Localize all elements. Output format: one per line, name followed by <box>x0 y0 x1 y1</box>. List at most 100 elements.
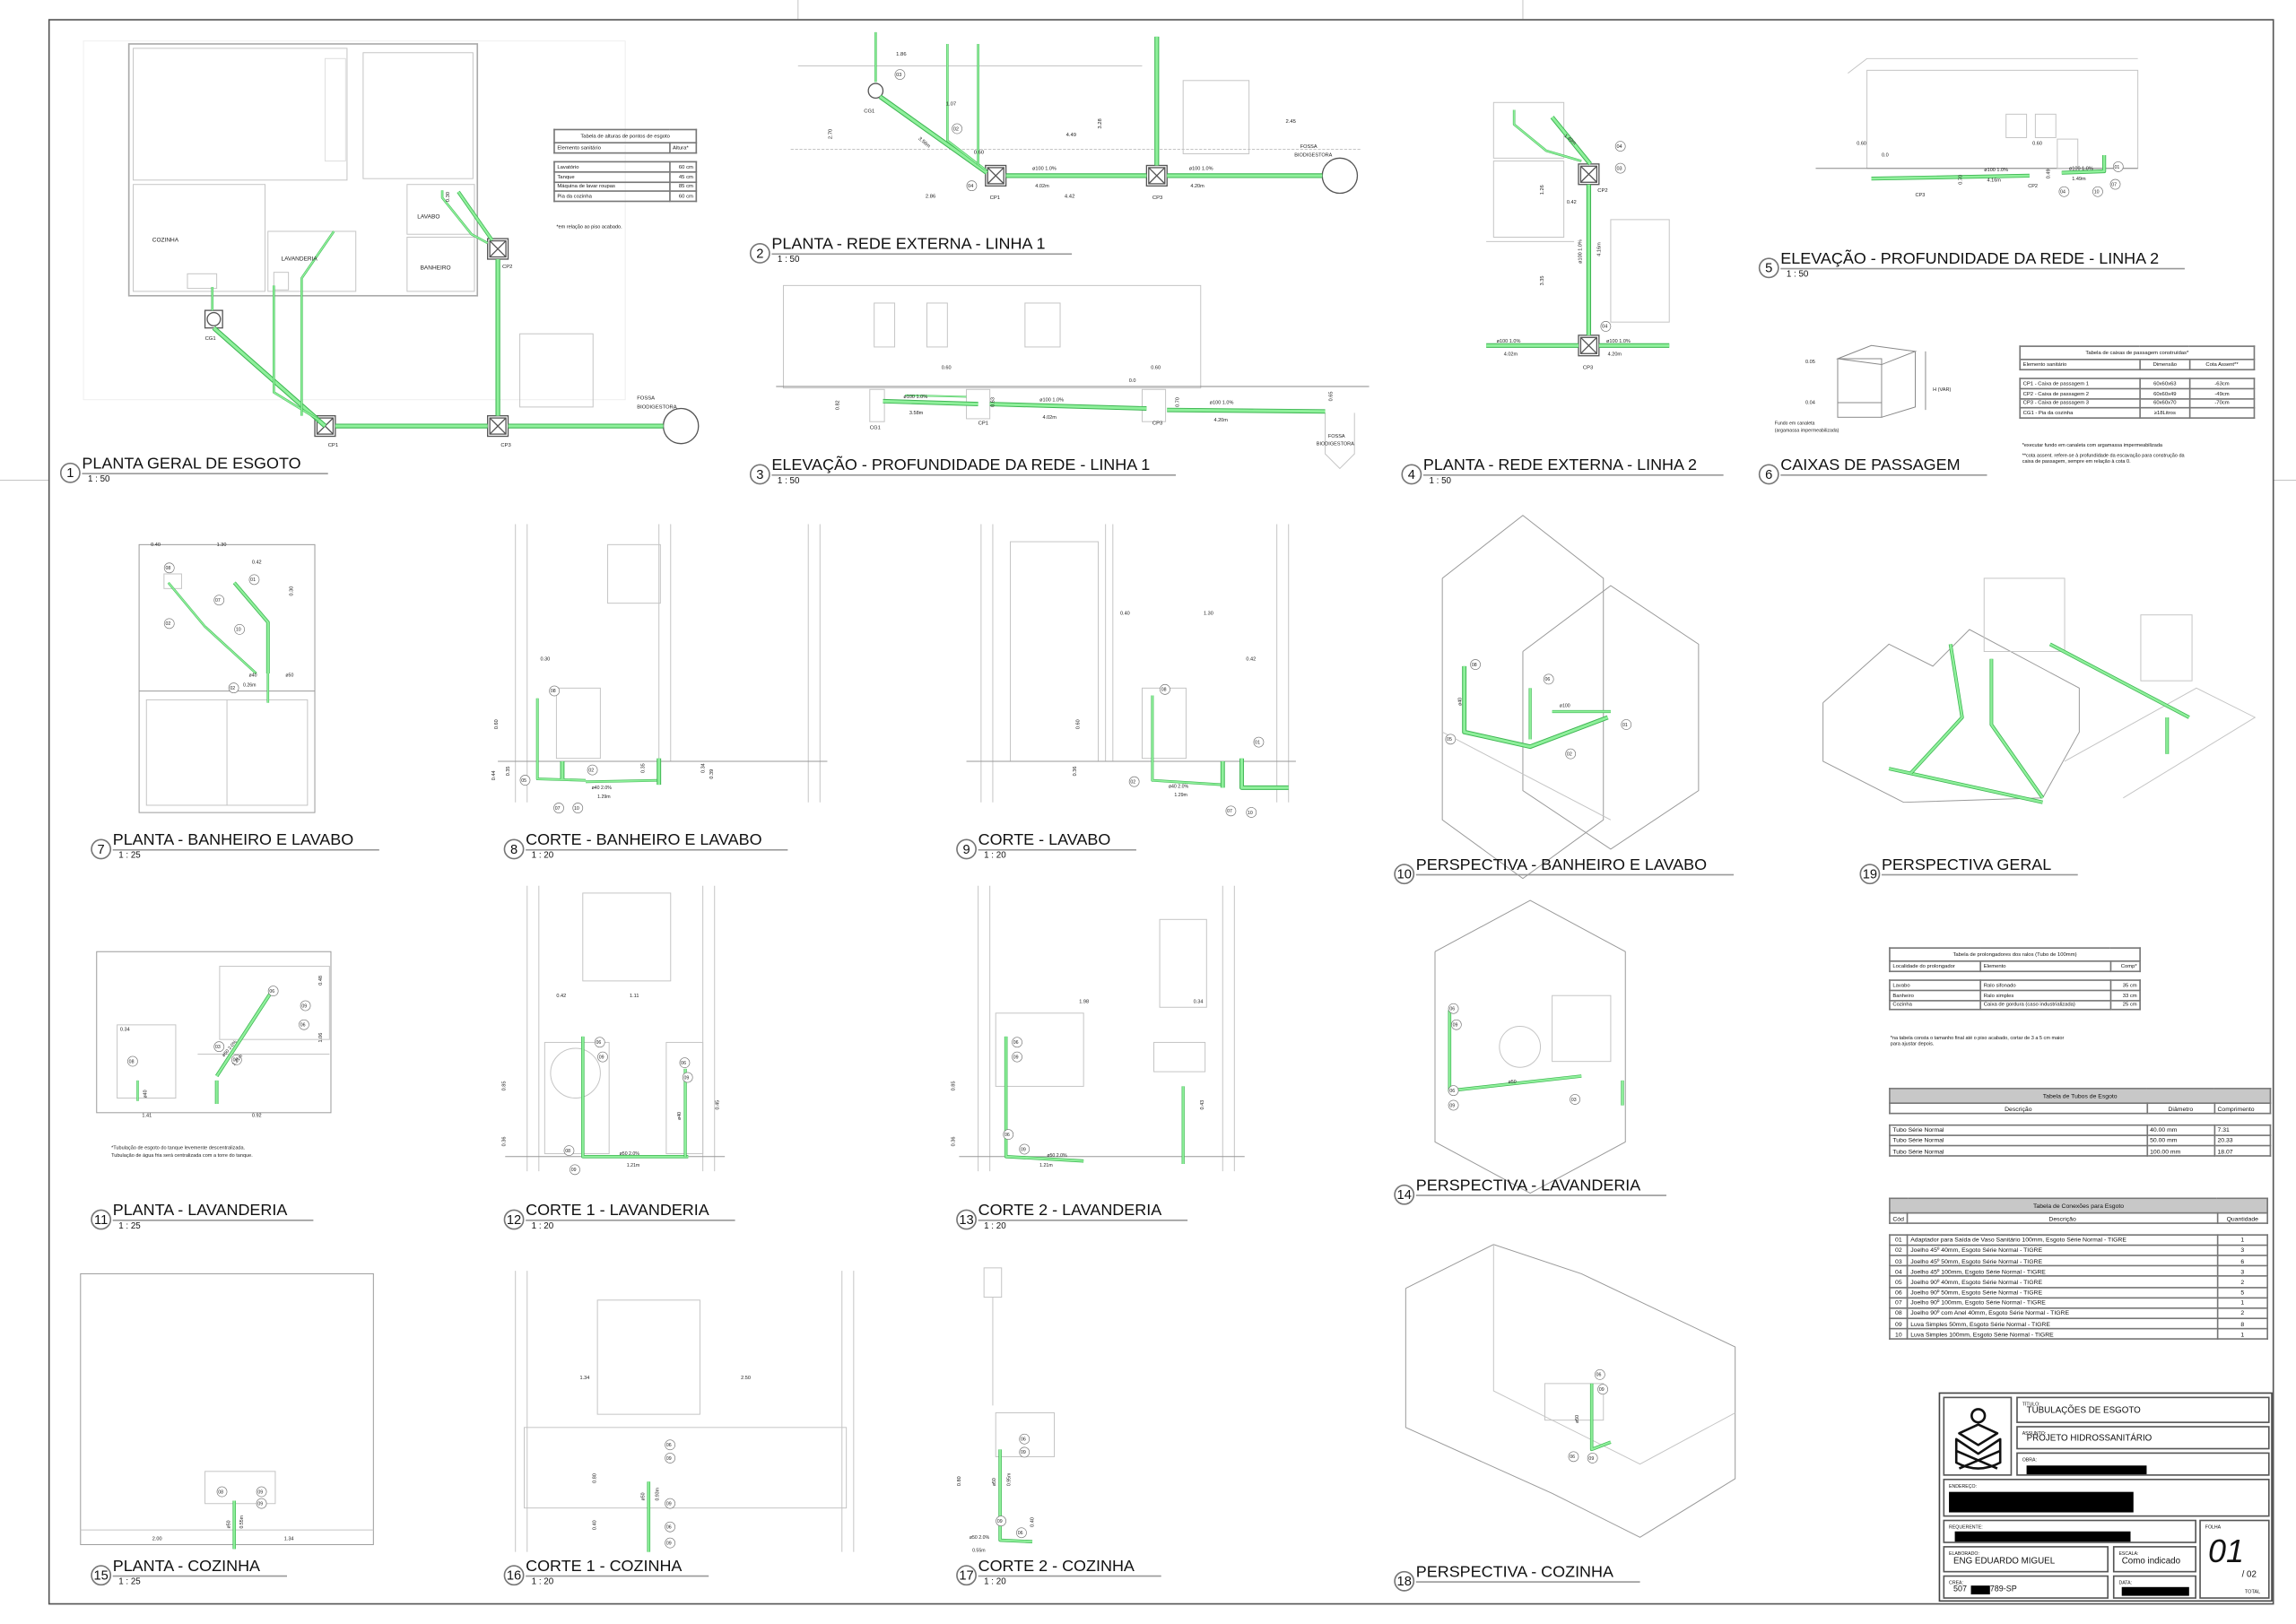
elaborado-label: ELABORADO: <box>1949 1550 1979 1556</box>
fitting-callout: 07 <box>555 806 561 812</box>
fitting-callout: 06 <box>269 989 274 994</box>
fitting-callout: 10 <box>2094 190 2100 195</box>
redacted-obra <box>2026 1465 2147 1475</box>
fitting-callout: 06 <box>1021 1437 1026 1443</box>
callout-circle <box>665 1537 675 1549</box>
view-number: 10 <box>1394 864 1415 885</box>
callout-circle <box>256 1486 267 1498</box>
pipe <box>878 94 988 175</box>
table-cell: 2 <box>2216 1307 2268 1320</box>
fitting-callout: 02 <box>953 126 959 132</box>
cp2-box <box>487 238 509 260</box>
drawing-annotation: ø50 <box>992 1478 997 1486</box>
drawing-annotation: 0.04 <box>1805 401 1815 406</box>
drawing-annotation: BIODIGESTORA <box>1317 441 1354 447</box>
callout-circle <box>234 623 245 635</box>
view-title: CORTE 2 - LAVANDERIA <box>978 1202 1188 1221</box>
fitting-callout: 09 <box>997 1519 1003 1524</box>
table-cell: 09 <box>1889 1317 1909 1330</box>
drawing-annotation: ø100 1.0% <box>1984 168 2008 173</box>
fitting-callout: 06 <box>666 1443 672 1448</box>
pipe <box>989 402 1147 411</box>
table-cell: Adaptador para Saída de Vaso Sanitário 1… <box>1907 1233 2219 1246</box>
drawing-annotation: CP3 <box>1583 365 1593 370</box>
pipe <box>2048 642 2190 719</box>
callout-circle <box>228 682 239 694</box>
drawing-annotation: 0.65 <box>1329 392 1335 402</box>
drawing-annotation: ø100 1.0% <box>1497 339 1521 344</box>
fitting-callout: 03 <box>215 1045 221 1050</box>
fitting-callout: 06 <box>681 1061 686 1066</box>
view-title: PERSPECTIVA - COZINHA <box>1415 1564 1640 1583</box>
view-title: ELEVAÇÃO - PROFUNDIDADE DA REDE - LINHA … <box>1780 250 2186 270</box>
table-cell: 3 <box>2216 1264 2268 1278</box>
cp1-box <box>985 164 1007 187</box>
callout-circle <box>256 1498 267 1509</box>
fitting-callout: 09 <box>1588 1456 1594 1462</box>
view-title: PLANTA GERAL DE ESGOTO <box>82 456 328 474</box>
drawing-annotation: Tubulação de água fria será centralizada… <box>111 1153 253 1159</box>
drawing-annotation: 0.95m <box>1007 1473 1013 1487</box>
fitting-callout: 07 <box>1227 809 1232 814</box>
column-header: Elemento sanitário <box>553 142 671 153</box>
drawing-annotation: ø100 1.0% <box>2069 166 2093 171</box>
table-cell: 60x60x70 <box>2139 397 2191 409</box>
view-title: PERSPECTIVA - LAVANDERIA <box>1415 1177 1667 1196</box>
drawing-annotation: Fundo em canaleta <box>1775 421 1815 426</box>
data-label: DATA: <box>2118 1578 2133 1585</box>
table-cell: 02 <box>1889 1244 1909 1256</box>
drawing-annotation: 1.21m <box>1039 1163 1053 1168</box>
drawing-annotation: 2.45 <box>1285 119 1296 125</box>
table-cell: -70cm <box>2188 397 2256 409</box>
table-note: *na tabela consta o tamanho final até o … <box>1890 1035 2065 1041</box>
crea-prefix: 507 <box>1952 1585 1967 1594</box>
drawing-annotation: ø100 1.0% <box>1210 401 1234 406</box>
column-header: Cota Assent** <box>2188 359 2256 370</box>
drawing-annotation: 0.60 <box>494 719 500 729</box>
view-scale: 1 : 25 <box>118 852 141 861</box>
callout-circle <box>1470 659 1481 670</box>
table-cell: 60x60x49 <box>2139 387 2191 399</box>
drawing-annotation: CP3 <box>500 443 510 448</box>
drawing-annotation: 4.02m <box>1042 415 1057 421</box>
table-cell: Luva Simples 100mm, Esgoto Série Normal … <box>1907 1328 2219 1341</box>
view-title: PERSPECTIVA - BANHEIRO E LAVABO <box>1415 856 1734 876</box>
callout-circle <box>665 1498 675 1509</box>
view-title: CORTE 1 - COZINHA <box>526 1558 709 1577</box>
column-header: Localidade do prolongador <box>1889 960 1982 972</box>
callout-circle <box>213 1041 225 1053</box>
view-scale: 1 : 50 <box>1786 271 1809 280</box>
drawing-annotation: 0.35 <box>506 767 511 777</box>
drawing-annotation: FOSSA <box>1300 144 1318 150</box>
fitting-callout: 04 <box>1602 325 1607 330</box>
drawing-annotation: CP2 <box>2028 184 2038 189</box>
callout-circle <box>1543 673 1554 685</box>
view-title: CORTE 1 - LAVANDERIA <box>526 1202 736 1221</box>
table-note: **cota assent. refere-se à profundidade … <box>2022 452 2185 459</box>
drawing-annotation: 0.40 <box>1031 1517 1036 1527</box>
table-cell: 6 <box>2216 1255 2268 1267</box>
pipe <box>1550 116 1592 166</box>
view-title: ELEVAÇÃO - PROFUNDIDADE DA REDE - LINHA … <box>771 456 1177 476</box>
view-scale: 1 : 20 <box>531 852 554 861</box>
drawing-annotation: 1.07 <box>946 102 956 108</box>
callout-circle <box>2092 186 2103 197</box>
callout-circle <box>1445 734 1457 745</box>
table-title: Tabela de Tubos de Esgoto <box>1889 1088 2272 1105</box>
drawing-annotation: 1.26 <box>1540 185 1545 195</box>
inspection-boxes <box>204 83 1600 445</box>
column-header: Comp* <box>2109 960 2141 972</box>
table-cell: Joelho 45º 40mm, Esgoto Série Normal - T… <box>1907 1244 2219 1256</box>
view-scale: 1 : 50 <box>777 477 800 487</box>
callout-circle <box>1019 1446 1031 1458</box>
view-title: CORTE - LAVABO <box>978 831 1137 851</box>
table-cell: -63cm <box>2188 378 2256 390</box>
table-cell: Lavatório <box>553 161 671 173</box>
fitting-callout: 06 <box>1570 1455 1575 1460</box>
